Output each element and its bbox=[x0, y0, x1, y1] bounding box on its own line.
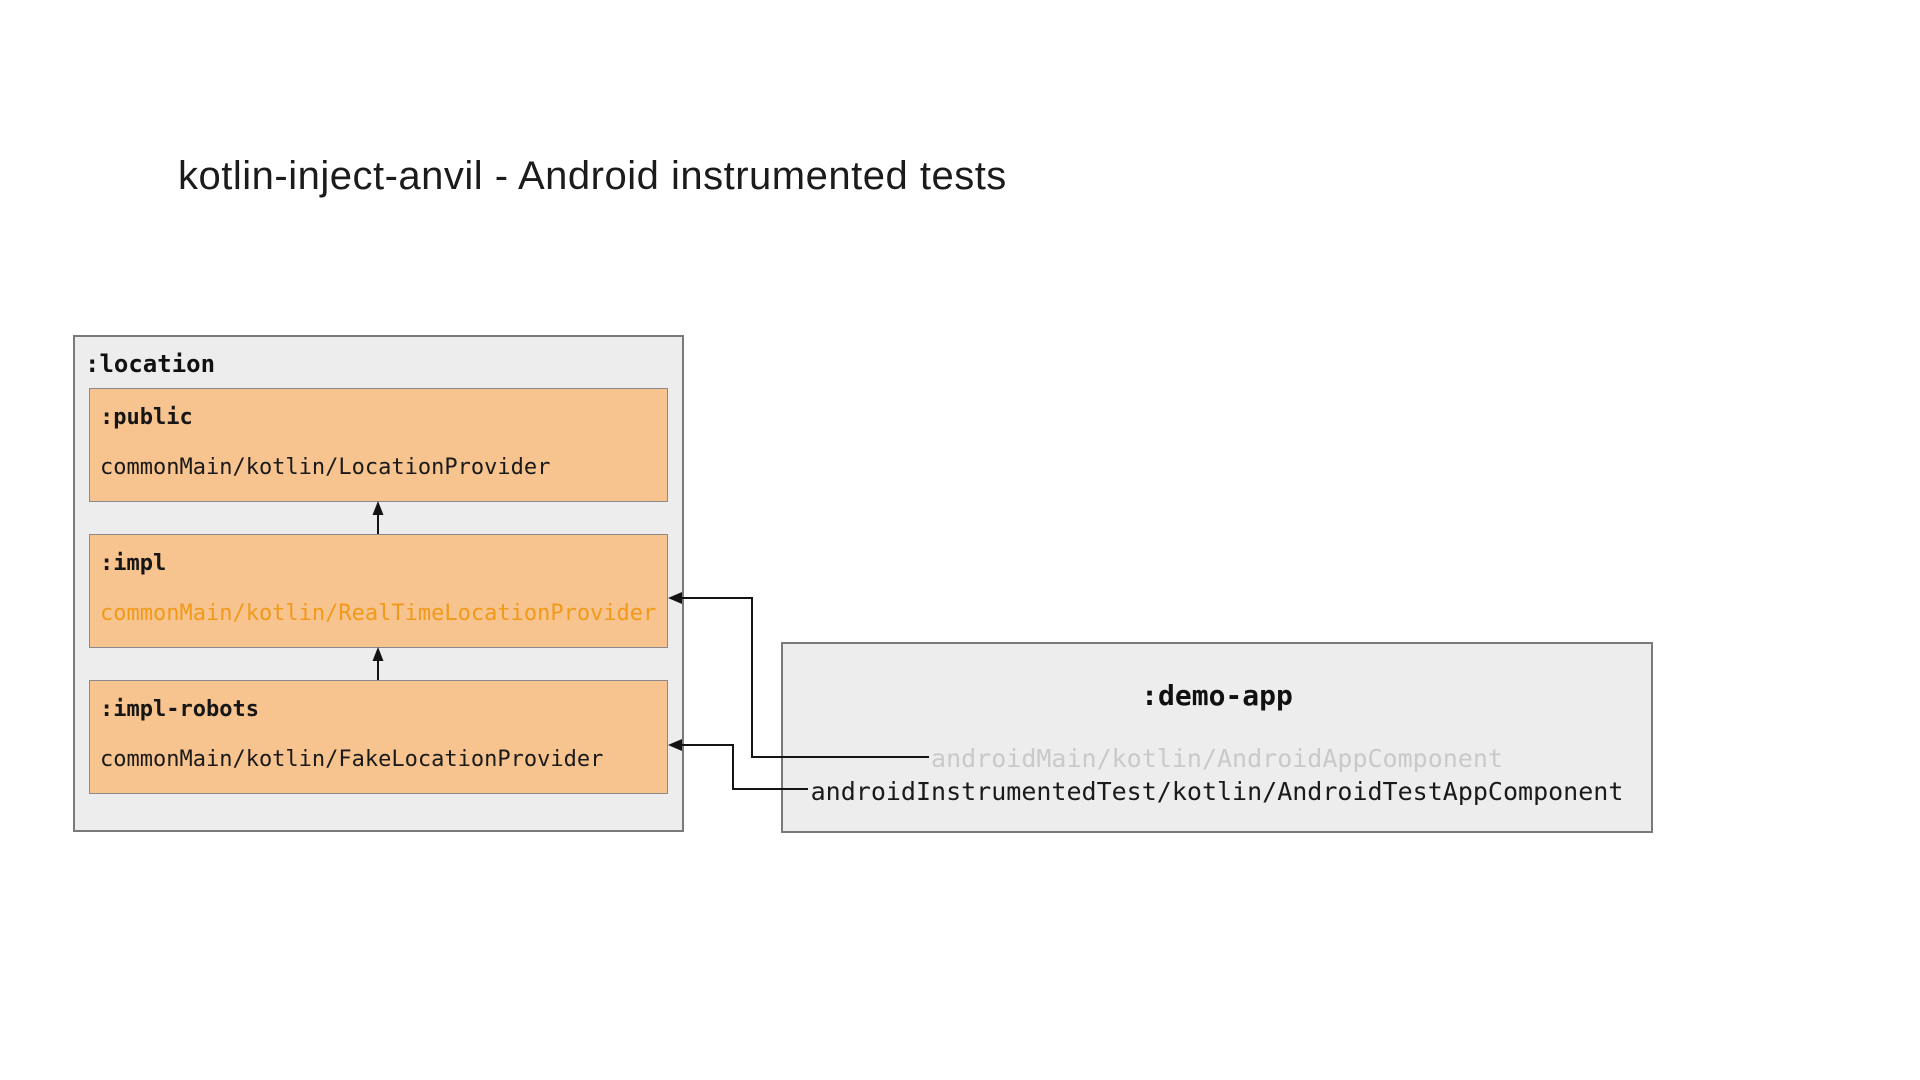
submodule-impl-box: :impl commonMain/kotlin/RealTimeLocation… bbox=[89, 534, 668, 648]
submodule-impl-robots-label: :impl-robots bbox=[100, 697, 259, 722]
demo-app-module-label: :demo-app bbox=[1141, 679, 1293, 712]
location-module-box: :location :public commonMain/kotlin/Loca… bbox=[73, 335, 684, 832]
diagram-title: kotlin-inject-anvil - Android instrument… bbox=[178, 154, 1007, 198]
submodule-public-file: commonMain/kotlin/LocationProvider bbox=[100, 455, 551, 480]
demo-app-module-box: :demo-app androidMain/kotlin/AndroidAppC… bbox=[781, 642, 1653, 833]
demo-app-file-android-main: androidMain/kotlin/AndroidAppComponent bbox=[931, 744, 1503, 773]
submodule-public-label: :public bbox=[100, 405, 193, 430]
submodule-public-box: :public commonMain/kotlin/LocationProvid… bbox=[89, 388, 668, 502]
submodule-impl-label: :impl bbox=[100, 551, 167, 576]
submodule-impl-robots-file: commonMain/kotlin/FakeLocationProvider bbox=[100, 747, 604, 772]
demo-app-file-android-instrumented-test: androidInstrumentedTest/kotlin/AndroidTe… bbox=[810, 777, 1624, 806]
submodule-impl-robots-box: :impl-robots commonMain/kotlin/FakeLocat… bbox=[89, 680, 668, 794]
location-module-label: :location bbox=[85, 350, 216, 378]
submodule-impl-file: commonMain/kotlin/RealTimeLocationProvid… bbox=[100, 601, 657, 626]
